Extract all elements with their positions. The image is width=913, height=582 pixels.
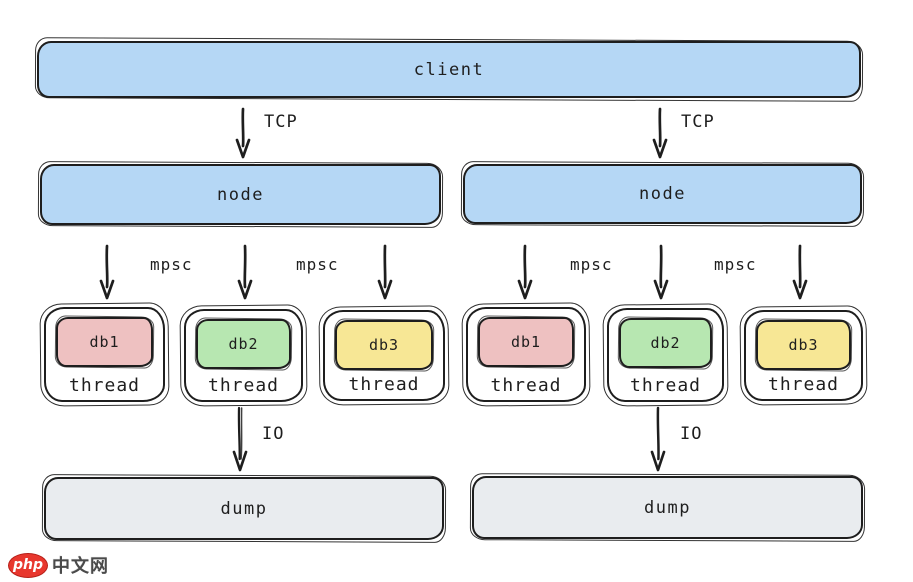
client-label: client	[413, 59, 485, 80]
mpsc-label-left-2: mpsc	[296, 255, 339, 274]
php-logo-icon: php	[8, 552, 48, 578]
db1-label-left: db1	[89, 333, 120, 351]
db2-label-right: db2	[650, 334, 681, 352]
dump-box-left: dump	[44, 477, 444, 540]
mpsc-arrow-right-1	[517, 244, 533, 300]
thread-box-left-1: db1 thread	[44, 307, 165, 402]
db3-box-left: db3	[335, 320, 433, 370]
db1-label-right: db1	[510, 333, 542, 351]
mpsc-arrow-left-3	[377, 244, 393, 300]
io-label-right: IO	[680, 424, 703, 444]
thread-label-right-2: thread	[629, 375, 702, 396]
db3-label-right: db3	[788, 336, 819, 354]
mpsc-arrow-right-3	[792, 244, 808, 300]
db2-box-left: db2	[196, 319, 291, 369]
thread-box-left-2: db2 thread	[184, 309, 303, 402]
mpsc-label-right-1: mpsc	[570, 255, 613, 274]
mpsc-label-right-2: mpsc	[714, 255, 757, 274]
dump-label-left: dump	[220, 498, 268, 519]
thread-label-left-2: thread	[207, 375, 280, 396]
mpsc-label-left-1: mpsc	[150, 255, 193, 274]
mpsc-arrow-left-2	[237, 244, 253, 300]
mpsc-arrow-right-2	[653, 244, 669, 300]
io-label-left: IO	[262, 424, 285, 444]
thread-box-left-3: db3 thread	[323, 310, 445, 401]
node-box-left: node	[40, 164, 441, 225]
db2-box-right: db2	[619, 318, 712, 368]
tcp-label-right: TCP	[681, 112, 715, 132]
watermark-text: 中文网	[52, 556, 109, 577]
dump-box-right: dump	[472, 476, 863, 539]
thread-box-right-3: db3 thread	[744, 310, 863, 401]
db1-box-left: db1	[56, 317, 153, 367]
thread-label-right-1: thread	[490, 375, 562, 396]
tcp-label-left: TCP	[264, 112, 298, 132]
db3-label-left: db3	[368, 336, 400, 354]
io-arrow-left	[232, 406, 248, 472]
node-box-right: node	[463, 164, 862, 224]
node-label-right: node	[639, 184, 686, 204]
thread-box-right-2: db2 thread	[607, 308, 724, 402]
tcp-arrow-right	[652, 107, 668, 159]
tcp-arrow-left	[235, 107, 251, 159]
db2-label-left: db2	[228, 335, 259, 353]
client-box: client	[37, 41, 861, 98]
mpsc-arrow-left-1	[99, 244, 115, 300]
thread-label-left-1: thread	[68, 375, 141, 396]
thread-box-right-1: db1 thread	[466, 307, 586, 402]
watermark: php 中文网	[8, 552, 109, 578]
node-label-left: node	[217, 184, 264, 205]
thread-label-left-3: thread	[348, 374, 420, 395]
db3-box-right: db3	[756, 320, 851, 370]
io-arrow-right	[650, 406, 666, 472]
db1-box-right: db1	[478, 317, 574, 367]
thread-label-right-3: thread	[767, 374, 840, 395]
dump-label-right: dump	[644, 497, 691, 518]
